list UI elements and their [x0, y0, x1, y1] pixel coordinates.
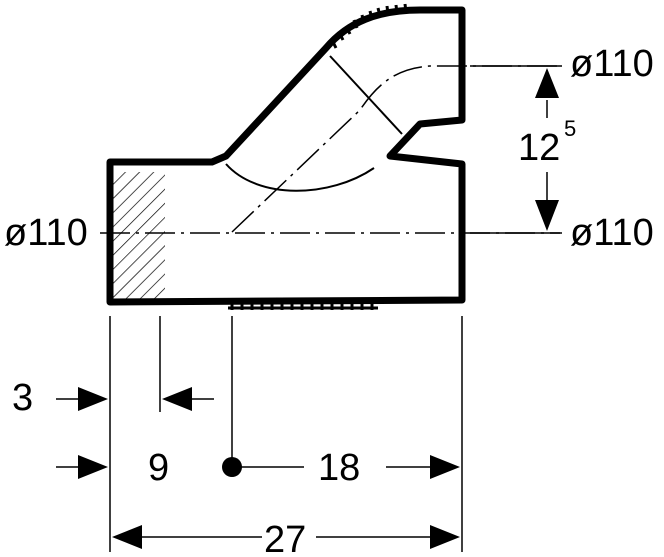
label-dia-top-right: ø110	[570, 43, 654, 85]
dim18-arrow-right	[430, 455, 460, 479]
label-dim-27: 27	[264, 519, 306, 557]
branch-joint-line	[329, 55, 403, 135]
label-offset-sup: 5	[564, 116, 576, 141]
dim3-arrow-right	[162, 387, 192, 411]
label-offset-main: 12	[518, 127, 560, 169]
dim27-arrow-right	[430, 525, 460, 549]
label-dia-bottom-right: ø110	[570, 212, 654, 254]
top-ribbing	[330, 3, 408, 49]
offset-arrow-top	[535, 68, 559, 98]
label-dia-left: ø110	[4, 212, 88, 254]
dim9-arrow-left	[78, 455, 108, 479]
branch-centerline	[231, 65, 560, 233]
branch-inner-curve	[225, 163, 375, 192]
dim3-arrow-left	[78, 387, 108, 411]
dim27-arrow-left	[112, 525, 142, 549]
offset-arrow-bottom	[535, 200, 559, 231]
label-dim-9: 9	[148, 447, 169, 489]
socket-hatch	[112, 172, 165, 300]
label-dim-3: 3	[12, 377, 33, 419]
label-dim-18: 18	[318, 447, 360, 489]
bottom-ribbing	[230, 300, 374, 310]
